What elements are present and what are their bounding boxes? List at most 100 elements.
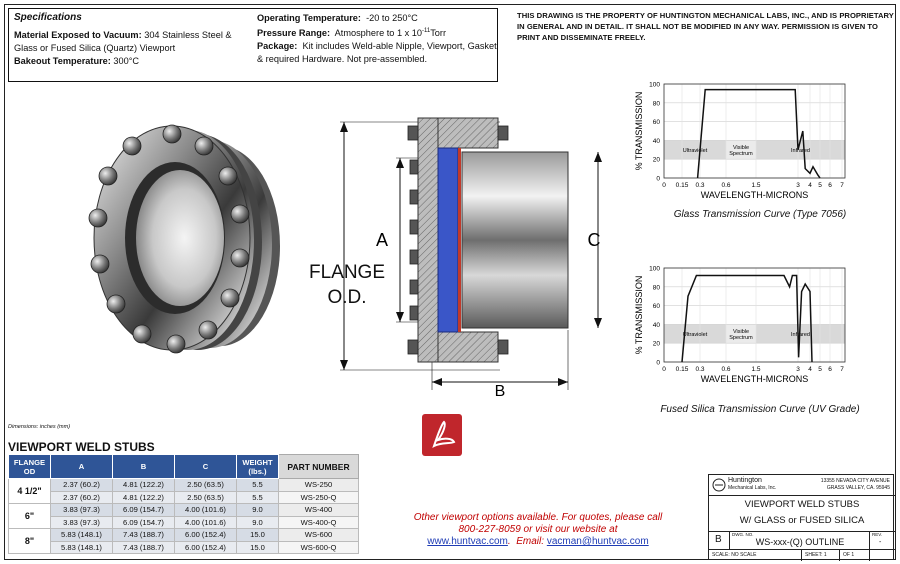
table-cell: 15.0 [236,540,279,554]
table-cell: WS-250 [278,478,359,492]
x-tick-label: 5 [818,182,822,189]
plot-frame [663,267,846,363]
pressure-label: Pressure Range: [257,28,331,39]
x-tick-label: 4 [808,366,812,373]
band-label: Ultraviolet [683,332,708,338]
x-tick-label: 0.6 [721,366,730,373]
table-row: 8"5.83 (148.1)7.43 (188.7)6.00 (152.4)15… [8,528,359,554]
x-axis-label: WAVELENGTH-MICRONS [701,190,809,198]
table-cell: WS-250-Q [278,490,359,504]
table-cell: WS-600-Q [278,540,359,554]
x-tick-label: 3 [796,182,800,189]
header-flange-od: FLANGE OD [8,454,51,479]
table-cell: 5.5 [236,490,279,504]
pdf-download-icon[interactable] [420,412,464,458]
x-tick-label: 0.3 [695,366,704,373]
material-label: Material Exposed to Vacuum: [14,30,142,40]
x-tick-label: 7 [840,366,844,373]
scale-label: SCALE: [712,552,730,558]
header-weight: WEIGHT (lbs.) [236,454,279,479]
property-notice: THIS DRAWING IS THE PROPERTY OF HUNTINGT… [517,11,894,42]
fused-silica-chart-caption: Fused Silica Transmission Curve (UV Grad… [660,404,860,415]
specs-left-column: Material Exposed to Vacuum: 304 Stainles… [14,29,249,68]
flange-od-cell: 6" [8,503,51,529]
y-tick-label: 20 [653,157,661,164]
weld-stubs-table: FLANGE OD A B C WEIGHT (lbs.) PART NUMBE… [8,454,359,554]
table-cell: 4.81 (122.2) [112,490,175,504]
x-tick-label: 1.5 [751,366,760,373]
table-cell: 6.09 (154.7) [112,515,175,529]
table-cell: 4.81 (122.2) [112,478,175,492]
y-tick-label: 20 [653,341,661,348]
title-block: Huntington Mechanical Labs, Inc. 13355 N… [708,474,895,561]
drawing-title-1: VIEWPORT WELD STUBS [744,499,860,510]
huntington-logo-icon [712,478,726,492]
x-axis-label: WAVELENGTH-MICRONS [701,374,809,382]
table-cell: WS-400-Q [278,515,359,529]
sheet-label: SHEET: [805,552,823,558]
label-b: B [495,383,506,400]
label-c: C [588,230,601,250]
sheet-value: 1 [823,552,827,558]
email-link[interactable]: vacman@huntvac.com [546,536,649,547]
rev-label: REV. [872,532,883,537]
pressure-unit: Torr [430,28,447,39]
viewport-glass [437,147,459,333]
table-cell: 4.00 (101.6) [174,503,237,517]
x-tick-label: 3 [796,366,800,373]
x-tick-label: 0.15 [676,366,689,373]
of-value: 1 [851,552,855,558]
visible-band [726,140,756,160]
flange-od-cell: 4 1/2" [8,478,51,504]
visible-band [726,324,756,344]
table-cell: 15.0 [236,528,279,542]
contact-line-2: 800-227-8059 or visit our website at [458,524,618,535]
x-tick-label: 0 [662,182,666,189]
x-tick-label: 5 [818,366,822,373]
material-value-2: Glass or Fused Silica (Quartz) Viewport [14,43,176,53]
flange-label-line2: O.D. [327,287,367,308]
table-row: 5.83 (148.1)7.43 (188.7)6.00 (152.4)15.0… [9,540,359,554]
table-cell: 5.83 (148.1) [50,540,113,554]
header-b: B [112,454,175,479]
x-tick-label: 6 [828,182,832,189]
flange-od-cell: 8" [8,528,51,554]
package-value-2: & required Hardware. Not pre-assembled. [257,54,428,65]
label-a: A [376,230,388,250]
band-label: Ultraviolet [683,148,708,154]
dwg-no-label: DWG. NO. [732,532,754,537]
pressure-value: Atmosphere to 1 x 10 [334,28,422,39]
x-tick-label: 0.3 [695,182,704,189]
of-label: OF [843,552,850,558]
table-cell: 6.00 (152.4) [174,528,237,542]
y-tick-label: 60 [653,119,661,126]
x-tick-label: 1.5 [751,182,760,189]
y-axis-label: % TRANSMISSION [634,276,644,355]
header-c: C [174,454,237,479]
website-link[interactable]: www.huntvac.com [427,536,508,547]
table-cell: 2.37 (60.2) [50,478,113,492]
y-tick-label: 60 [653,303,661,310]
y-tick-label: 100 [649,266,660,273]
x-tick-label: 7 [840,182,844,189]
bakeout-value: 300°C [113,56,140,66]
weld-stub-tube [461,151,569,329]
table-cell: 2.37 (60.2) [50,490,113,504]
op-temp-value: -20 to 250°C [366,13,418,23]
y-tick-label: 80 [653,100,661,107]
flange-od-label: FLANGE O.D. [302,260,392,310]
weld-stubs-title: VIEWPORT WELD STUBS [8,440,155,454]
x-tick-label: 0 [662,366,666,373]
transmission-curve [681,274,813,363]
band-label: Infrared [791,148,810,154]
y-tick-label: 0 [656,176,660,183]
table-cell: 6.00 (152.4) [174,540,237,554]
drawing-size: B [715,534,722,545]
table-row: 6"3.83 (97.3)6.09 (154.7)4.00 (101.6)9.0… [8,503,359,529]
bakeout-label: Bakeout Temperature: [14,56,111,66]
table-cell: 2.50 (63.5) [174,478,237,492]
flange-label-line1: FLANGE [308,262,386,283]
